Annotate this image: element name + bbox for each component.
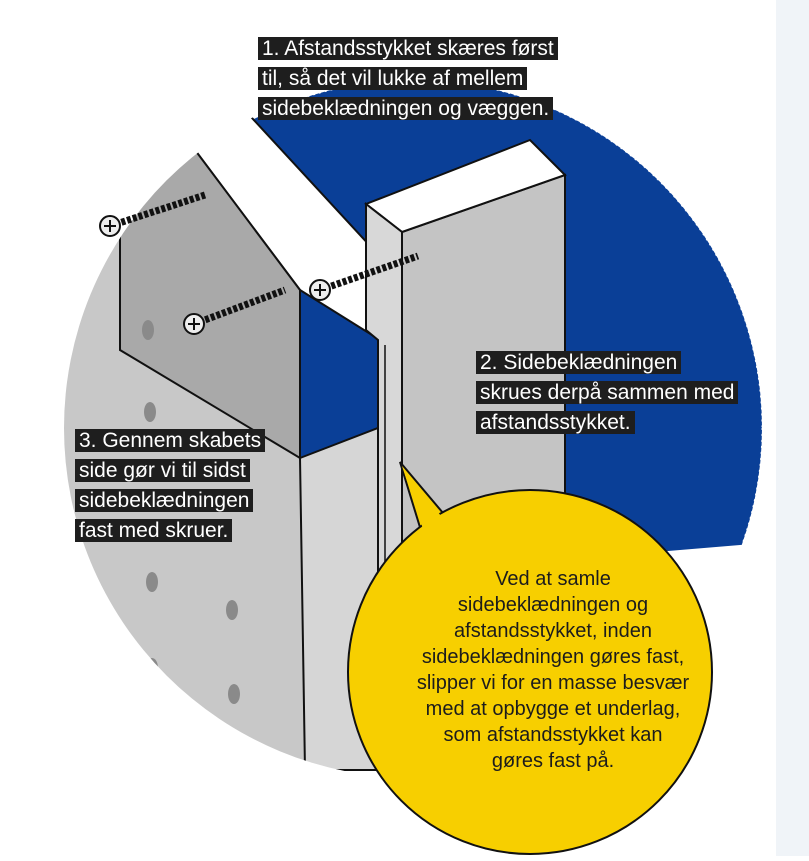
callout-step-1-text: 1. Afstandsstykket skæres først til, så … xyxy=(258,37,558,120)
screw-icon xyxy=(99,191,207,237)
bubble-text: Ved at samle sidebeklædningen og afstand… xyxy=(416,568,690,772)
side-strip xyxy=(776,0,809,856)
callout-step-2: 2. Sidebeklædningen skrues derpå sammen … xyxy=(476,348,739,438)
callout-step-3: 3. Gennem skabets side gør vi til sidst … xyxy=(75,426,266,546)
screw-icon xyxy=(183,286,287,335)
callout-step-2-text: 2. Sidebeklædningen skrues derpå sammen … xyxy=(476,351,739,434)
speech-bubble xyxy=(347,461,713,855)
callout-step-1: 1. Afstandsstykket skæres først til, så … xyxy=(258,34,558,124)
callout-step-3-text: 3. Gennem skabets side gør vi til sidst … xyxy=(75,429,266,542)
screw-icon xyxy=(309,252,420,301)
